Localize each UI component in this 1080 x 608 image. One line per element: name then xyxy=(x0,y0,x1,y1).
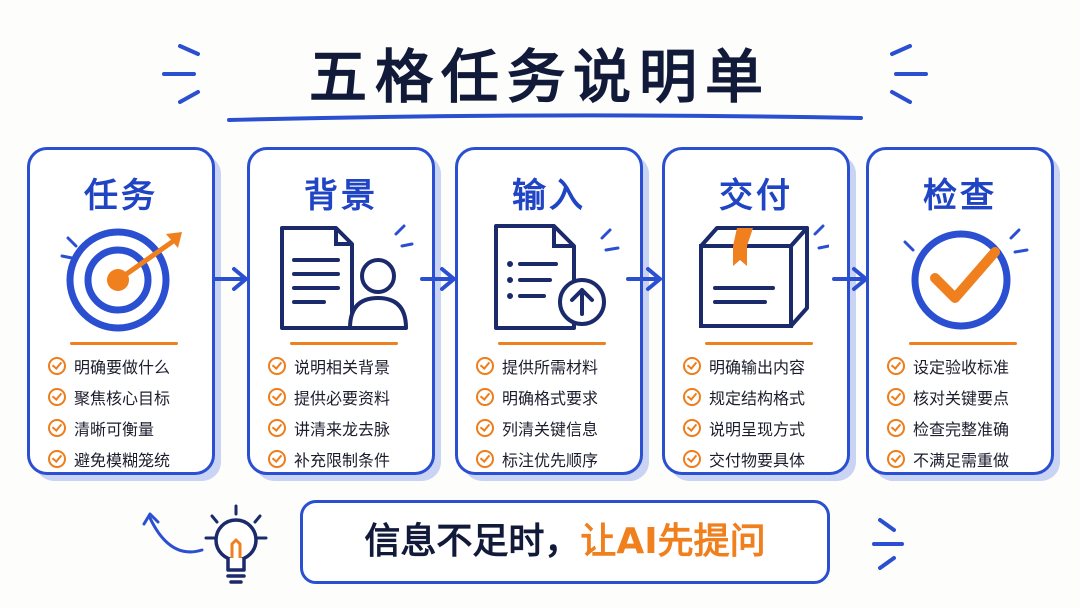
card-delivery: 交付 明确输出内容 规定结构格式 说明呈现方式 交付物要具体 xyxy=(662,147,850,475)
card-divider xyxy=(290,342,398,345)
card-divider xyxy=(70,342,178,345)
check-icon xyxy=(683,387,701,406)
target-icon xyxy=(60,228,182,332)
list-item: 避免模糊笼统 xyxy=(48,443,170,474)
check-icon xyxy=(887,387,905,406)
check-icon xyxy=(268,449,286,468)
card-checklist: 设定验收标准 核对关键要点 检查完整准确 不满足需重做 xyxy=(887,350,1009,474)
check-icon xyxy=(683,418,701,437)
card-title: 输入 xyxy=(512,176,586,216)
list-item: 标注优先顺序 xyxy=(476,443,598,474)
check-icon xyxy=(476,387,494,406)
list-item: 明确要做什么 xyxy=(48,350,170,381)
list-item: 交付物要具体 xyxy=(683,443,805,474)
check-icon xyxy=(476,418,494,437)
check-icon xyxy=(48,418,66,437)
check-icon xyxy=(268,387,286,406)
card-divider xyxy=(705,342,813,345)
check-icon xyxy=(48,449,66,468)
check-icon xyxy=(887,449,905,468)
list-item: 列清关键信息 xyxy=(476,412,598,443)
check-icon xyxy=(48,356,66,375)
right-sparkle-lines xyxy=(890,44,928,104)
sparkle-lines xyxy=(872,518,904,570)
arrow-right-icon xyxy=(832,267,868,291)
tip-banner: 信息不足时，让AI先提问 xyxy=(300,500,830,584)
card-background: 背景 说明相关背景 提供必要资料 讲清来龙去脉 补充限制条件 xyxy=(247,147,435,475)
list-item: 提供必要资料 xyxy=(268,381,390,412)
page-title: 五格任务说明单 xyxy=(308,43,771,111)
card-task: 任务 明确要做什么 聚焦核心目标 清晰可衡量 避免模糊笼统 xyxy=(27,147,215,475)
card-checklist: 明确输出内容 规定结构格式 说明呈现方式 交付物要具体 xyxy=(683,350,805,474)
check-icon xyxy=(268,418,286,437)
list-item: 明确输出内容 xyxy=(683,350,805,381)
document-person-icon xyxy=(280,224,414,330)
arrow-right-icon xyxy=(212,267,248,291)
left-sparkle-lines xyxy=(162,44,200,104)
list-item: 讲清来龙去脉 xyxy=(268,412,390,443)
check-icon xyxy=(887,356,905,375)
list-item: 补充限制条件 xyxy=(268,443,390,474)
list-item: 规定结构格式 xyxy=(683,381,805,412)
card-check: 检查 设定验收标准 核对关键要点 检查完整准确 不满足需重做 xyxy=(866,147,1054,475)
tip-highlight: 让AI先提问 xyxy=(580,521,766,562)
checkmark-circle-icon xyxy=(903,228,1029,330)
list-item: 聚焦核心目标 xyxy=(48,381,170,412)
check-icon xyxy=(887,418,905,437)
tip-text: 信息不足时， xyxy=(364,521,581,562)
check-icon xyxy=(683,449,701,468)
package-icon xyxy=(699,224,829,328)
card-divider xyxy=(498,342,606,345)
card-title: 检查 xyxy=(923,176,997,216)
list-item: 明确格式要求 xyxy=(476,381,598,412)
check-icon xyxy=(268,356,286,375)
list-item: 提供所需材料 xyxy=(476,350,598,381)
card-title: 交付 xyxy=(719,176,793,216)
card-input: 输入 提供所需材料 明确格式要求 列清关键信息 标注优先顺序 xyxy=(455,147,643,475)
check-icon xyxy=(476,449,494,468)
file-upload-icon xyxy=(494,224,620,330)
arrow-right-icon xyxy=(420,267,456,291)
title-underline xyxy=(227,113,863,122)
card-title: 背景 xyxy=(304,176,378,216)
card-divider xyxy=(909,342,1017,345)
list-item: 设定验收标准 xyxy=(887,350,1009,381)
list-item: 说明相关背景 xyxy=(268,350,390,381)
check-icon xyxy=(476,356,494,375)
list-item: 不满足需重做 xyxy=(887,443,1009,474)
card-title: 任务 xyxy=(84,176,158,216)
arrow-right-icon xyxy=(626,267,662,291)
list-item: 说明呈现方式 xyxy=(683,412,805,443)
list-item: 检查完整准确 xyxy=(887,412,1009,443)
check-icon xyxy=(683,356,701,375)
list-item: 核对关键要点 xyxy=(887,381,1009,412)
card-checklist: 明确要做什么 聚焦核心目标 清晰可衡量 避免模糊笼统 xyxy=(48,350,170,474)
card-checklist: 说明相关背景 提供必要资料 讲清来龙去脉 补充限制条件 xyxy=(268,350,390,474)
card-checklist: 提供所需材料 明确格式要求 列清关键信息 标注优先顺序 xyxy=(476,350,598,474)
lightbulb-icon xyxy=(142,504,268,584)
list-item: 清晰可衡量 xyxy=(48,412,170,443)
check-icon xyxy=(48,387,66,406)
